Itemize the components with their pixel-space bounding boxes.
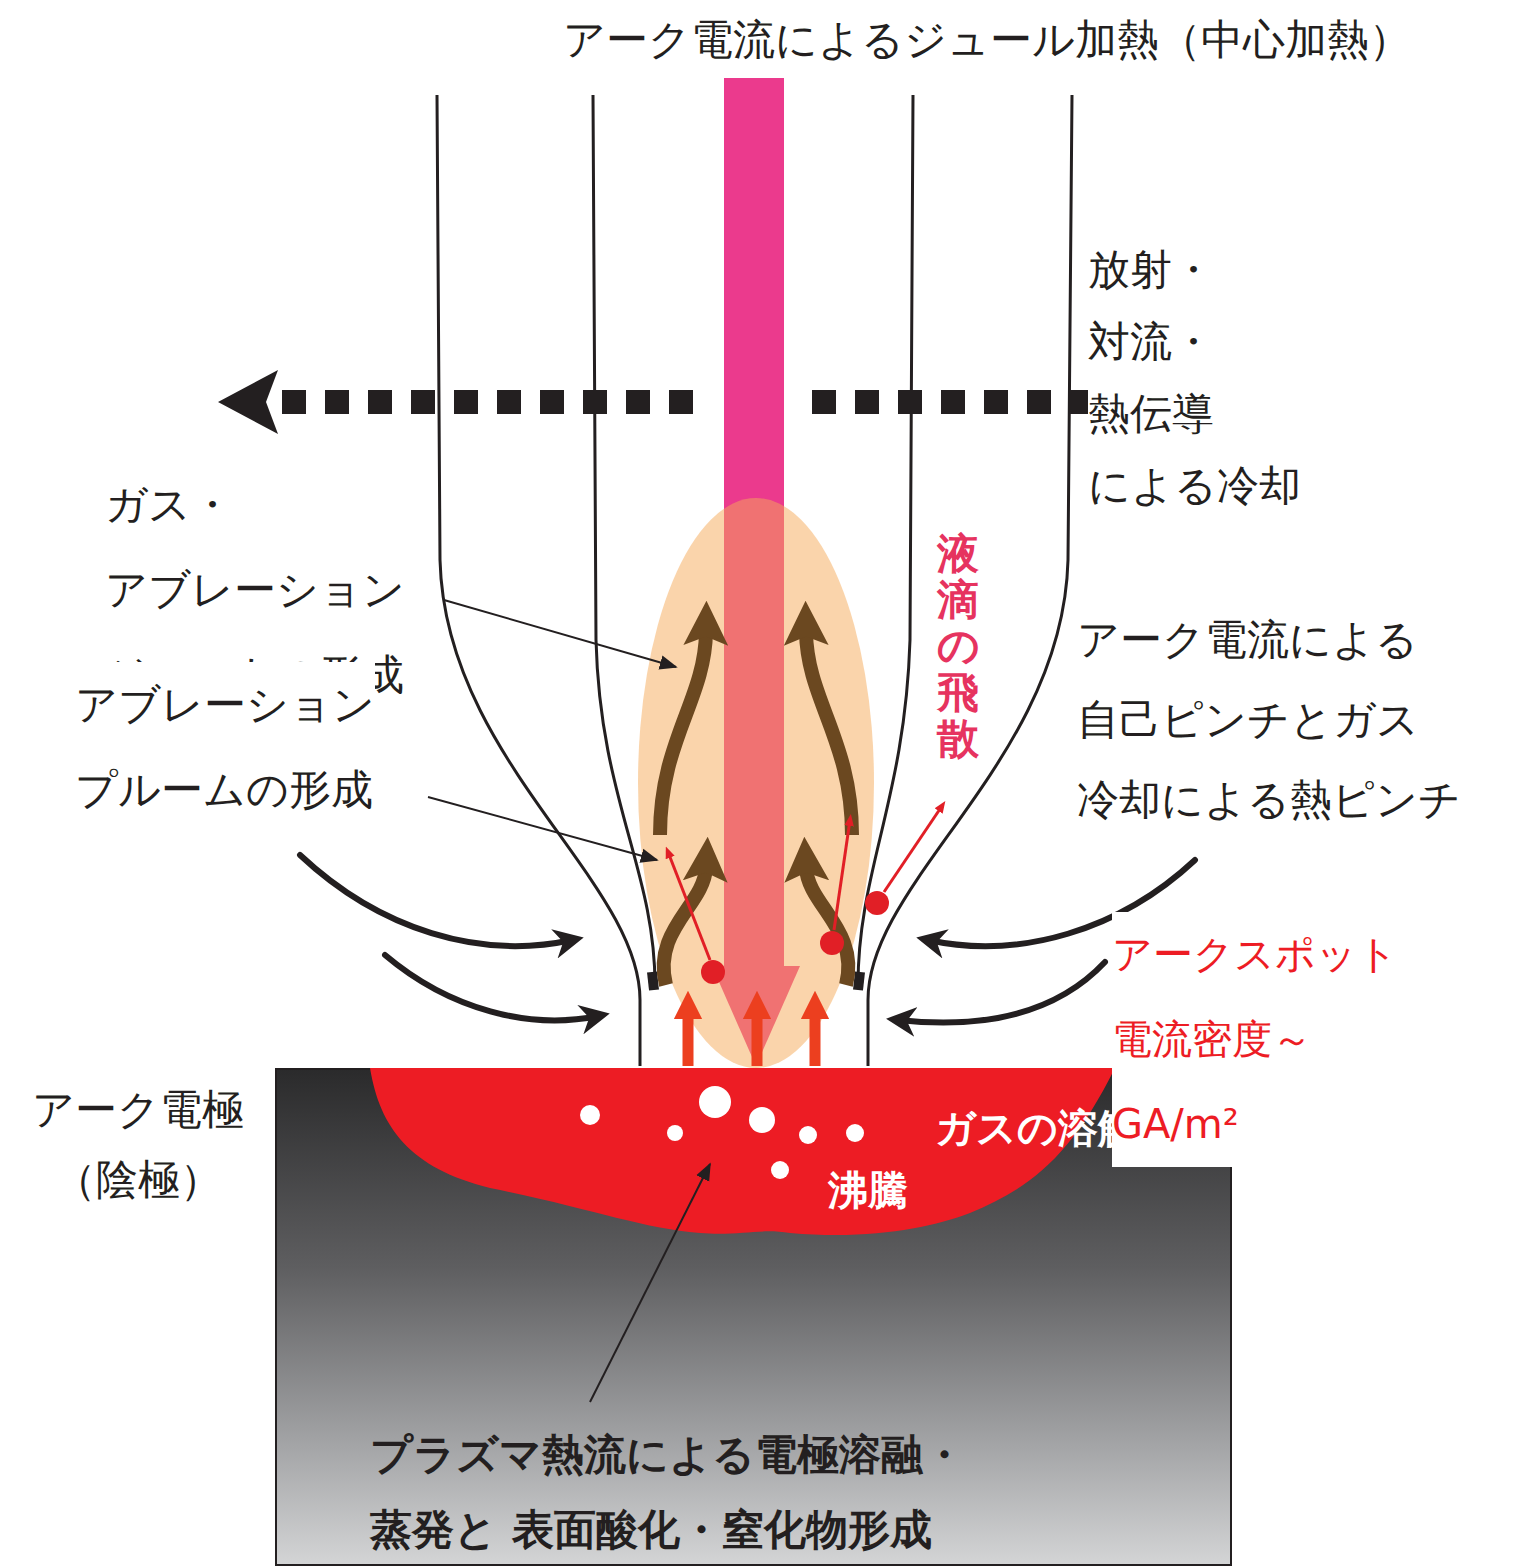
pinch-label-box: アーク電流による 自己ピンチとガス 冷却による熱ピンチ — [1077, 600, 1461, 840]
droplet-label: 液滴の飛散 — [937, 531, 979, 762]
plume-ellipse — [638, 498, 874, 1068]
pool-label: ガスの溶解 — [935, 1104, 1138, 1152]
leader-line — [590, 1164, 710, 1402]
electrode-label-box: アーク電極 （陰極） — [13, 1075, 263, 1215]
heating-title-box: アーク電流によるジュール加熱（中心加熱） — [563, 15, 1411, 65]
gas-bubbles — [580, 1086, 864, 1179]
inflow-arrows — [300, 855, 1195, 1023]
leader-lines — [428, 600, 676, 860]
arc-spot-label: アークスポット 電流密度～GA/m² — [1112, 912, 1398, 1167]
droplet-label-box: 液滴の飛散 — [937, 531, 979, 762]
electrode-caption-box: プラズマ熱流による電極溶融・蒸発と 表面酸化・窒化物形成 — [370, 1417, 965, 1566]
molten-pool-outline — [370, 1068, 1115, 1235]
arc-spot-label-box: アークスポット 電流密度～GA/m² — [1112, 912, 1398, 1167]
heating-title: アーク電流によるジュール加熱（中心加熱） — [563, 15, 1411, 65]
pinch-lines — [437, 95, 1072, 1066]
cooling-label-box: 放射・対流・熱伝導 による冷却 — [1088, 234, 1301, 522]
plume-label: アブレーション プルームの形成 — [75, 662, 375, 832]
electrode-caption: プラズマ熱流による電極溶融・蒸発と 表面酸化・窒化物形成 — [370, 1417, 965, 1566]
pool-label-box: 沸騰 — [828, 1166, 908, 1214]
electrode-label: アーク電極 （陰極） — [13, 1075, 263, 1215]
arc-electrode: ガスの溶解沸騰アーク電極 （陰極）プラズマ熱流による電極溶融・蒸発と 表面酸化・… — [275, 1068, 1232, 1566]
pool-label-box: ガスの溶解 — [935, 1104, 1138, 1152]
heat-flux-arrows — [688, 1005, 815, 1066]
pinch-label: アーク電流による 自己ピンチとガス 冷却による熱ピンチ — [1077, 600, 1461, 840]
ablation-arrows — [660, 632, 852, 985]
molten-pool: ガスの溶解沸騰 — [370, 1068, 1115, 1243]
cooling-label: 放射・対流・熱伝導 による冷却 — [1088, 234, 1301, 522]
plume-label-box: アブレーション プルームの形成 — [75, 662, 375, 832]
pinch-marks — [652, 972, 860, 990]
pool-label: 沸騰 — [828, 1166, 908, 1214]
droplets — [668, 806, 942, 984]
